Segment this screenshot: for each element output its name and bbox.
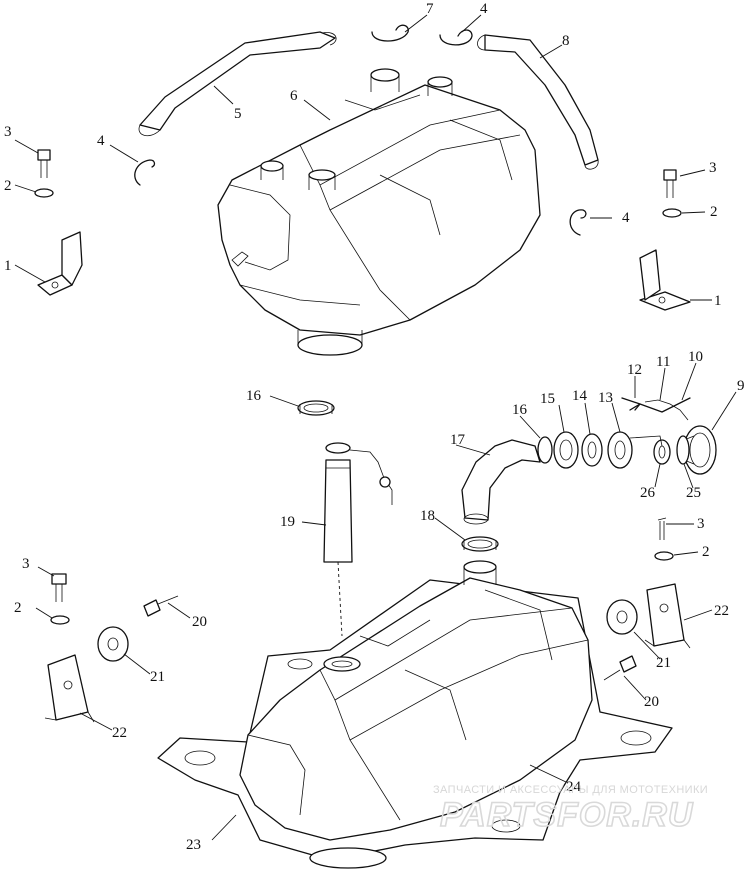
callout-2-left: 2 xyxy=(4,178,12,194)
callout-26: 26 xyxy=(640,485,656,501)
callout-2-right: 2 xyxy=(710,204,718,220)
clip-4-right xyxy=(569,209,587,236)
callout-3-lower-right: 3 xyxy=(697,516,705,532)
leader-lines xyxy=(14,14,737,841)
upper-fuel-tank xyxy=(217,68,541,356)
clip-12 xyxy=(621,397,641,411)
callout-15: 15 xyxy=(540,391,555,407)
callout-14: 14 xyxy=(572,388,588,404)
bolt-3-lower-left xyxy=(51,573,67,602)
bolt-3-right xyxy=(663,169,677,198)
hose-clamp-16-upper xyxy=(297,400,335,416)
callout-10: 10 xyxy=(688,349,703,365)
grommet-21-right xyxy=(606,599,638,635)
chain-11 xyxy=(644,399,689,421)
bolt-20-left xyxy=(143,595,179,617)
watermark-caption: ЗАПЧАСТИ И АКСЕССУАРЫ ДЛЯ МОТОТЕХНИКИ xyxy=(433,784,708,796)
callout-18: 18 xyxy=(420,508,435,524)
callout-8: 8 xyxy=(562,33,570,49)
hose-clamp-18 xyxy=(461,536,499,552)
callout-25: 25 xyxy=(686,485,701,501)
callout-16-right: 16 xyxy=(512,402,528,418)
callout-20-left: 20 xyxy=(192,614,207,630)
washer-2-lower-left xyxy=(50,615,70,625)
strap-left-5 xyxy=(138,31,337,137)
tether-strap-10 xyxy=(629,397,691,413)
washer-2-right xyxy=(662,208,682,218)
callout-19: 19 xyxy=(280,514,295,530)
bracket-22-left xyxy=(44,654,95,723)
callout-3-right: 3 xyxy=(709,160,717,176)
gasket-25 xyxy=(676,435,690,465)
callout-22-left: 22 xyxy=(112,725,127,741)
callout-24: 24 xyxy=(566,779,582,795)
callout-16-left: 16 xyxy=(246,388,262,404)
watermark: ЗАПЧАСТИ И АКСЕССУАРЫ ДЛЯ МОТОТЕХНИКИ PA… xyxy=(433,784,708,835)
neck-adapter-13 xyxy=(607,431,663,469)
callout-21-right: 21 xyxy=(656,655,671,671)
grommet-21-left xyxy=(97,626,129,662)
lock-nut-15 xyxy=(553,431,579,469)
seal-ring-14 xyxy=(581,433,603,467)
hose-clamp-16-right xyxy=(537,436,553,464)
callout-4-top: 4 xyxy=(480,1,488,17)
washer-2-left xyxy=(34,188,54,198)
ring-26 xyxy=(653,439,671,465)
bolt-3-lower-right xyxy=(657,517,667,540)
callout-20-right: 20 xyxy=(644,694,659,710)
callout-1-right: 1 xyxy=(714,293,722,309)
fuel-sender-19 xyxy=(323,442,393,637)
callout-13: 13 xyxy=(598,390,613,406)
watermark-logo: PARTSFOR.RU xyxy=(440,796,694,834)
bracket-22-right xyxy=(644,583,691,649)
washer-2-lower-right xyxy=(654,551,674,561)
callout-4-left: 4 xyxy=(97,133,105,149)
callout-4-right: 4 xyxy=(622,210,630,226)
callout-17: 17 xyxy=(450,432,466,448)
filler-hose-17 xyxy=(461,439,541,525)
callout-12: 12 xyxy=(627,362,642,378)
callout-11: 11 xyxy=(656,354,670,370)
lower-fuel-tank xyxy=(157,560,673,869)
callout-22-right: 22 xyxy=(714,603,729,619)
clip-4-left xyxy=(134,159,156,186)
fuel-cap-9 xyxy=(683,425,717,475)
callout-7: 7 xyxy=(426,1,434,17)
callout-2-lower-left: 2 xyxy=(14,600,22,616)
callout-23: 23 xyxy=(186,837,201,853)
clip-7 xyxy=(371,24,409,42)
callout-6: 6 xyxy=(290,88,298,104)
strap-right-8 xyxy=(477,34,599,170)
bracket-1-left xyxy=(37,231,83,296)
callout-3-left: 3 xyxy=(4,124,12,140)
bolt-3-left xyxy=(37,149,51,178)
bolt-20-right xyxy=(603,655,637,681)
clip-4-top xyxy=(439,29,473,46)
callout-labels: 1 1 2 2 2 2 3 3 3 3 4 4 4 5 6 7 8 9 10 1… xyxy=(4,1,745,853)
callout-1-left: 1 xyxy=(4,258,12,274)
callout-5: 5 xyxy=(234,106,242,122)
bracket-1-right xyxy=(639,249,691,311)
callout-21-left: 21 xyxy=(150,669,165,685)
callout-9: 9 xyxy=(737,378,745,394)
callout-2-lower-right: 2 xyxy=(702,544,710,560)
callout-3-lower-left: 3 xyxy=(22,556,30,572)
